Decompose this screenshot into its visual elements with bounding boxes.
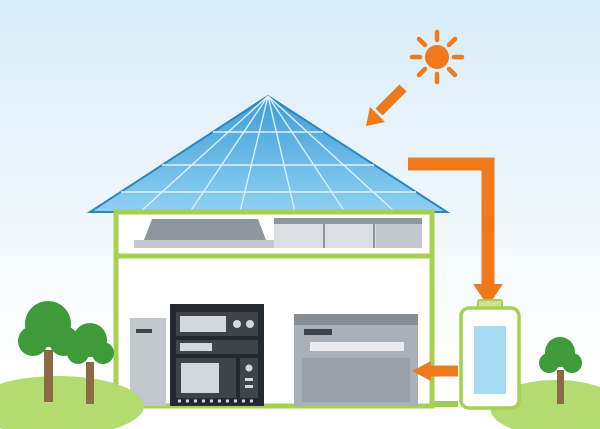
sun-disc [425, 45, 449, 69]
left-tree-small [67, 323, 114, 404]
elbow-arrow-shaft [408, 157, 495, 286]
solar-panel-grid [121, 95, 416, 213]
range-hood [144, 219, 266, 240]
sun-rays [409, 29, 465, 85]
tree-foliage [545, 337, 575, 367]
upper-window-top-frame [274, 218, 422, 224]
second-floor [134, 218, 422, 248]
dishwasher-door-panel [302, 358, 410, 402]
dishwasher-handle-slot [310, 342, 404, 351]
upper-window-mullions [323, 218, 375, 248]
microwave-button [245, 378, 253, 381]
tree-trunk [557, 370, 564, 404]
oven-knob [233, 320, 241, 328]
battery-cell [474, 326, 506, 394]
house [86, 94, 458, 409]
tree-foliage [25, 301, 71, 347]
sunlight-arrow-shaft [375, 84, 407, 116]
elbow-arrow-head [473, 284, 503, 306]
dishwasher [294, 314, 418, 406]
microwave-dial [245, 364, 253, 372]
arrow-left-icon [412, 361, 458, 381]
oven-mid-display [180, 343, 212, 351]
oven-display [180, 316, 226, 332]
arrow-down-left-icon [366, 84, 407, 126]
left-bush [0, 376, 144, 429]
elbow-arrow-down-icon [408, 157, 503, 306]
cabinet-handle [136, 329, 152, 333]
counter-top [294, 314, 418, 325]
tree-trunk [44, 350, 53, 402]
first-floor-kitchen [130, 304, 418, 406]
microwave-window [181, 363, 219, 393]
supply-arrow-head [412, 361, 431, 381]
left-landscape [0, 301, 144, 429]
built-in-oven-stack [170, 304, 264, 406]
dishwasher-control-strip [304, 329, 332, 335]
sunlight-arrow-head [366, 107, 385, 126]
tree-foliage [73, 323, 107, 357]
tree-trunk [86, 362, 94, 404]
upper-window-dark-pane [376, 224, 422, 248]
microwave-button [245, 385, 253, 388]
right-tree [539, 337, 582, 404]
oven-knob [246, 320, 254, 328]
range-hood-lip [134, 240, 278, 248]
sun-icon [409, 29, 465, 85]
storage-battery-icon [459, 299, 521, 410]
